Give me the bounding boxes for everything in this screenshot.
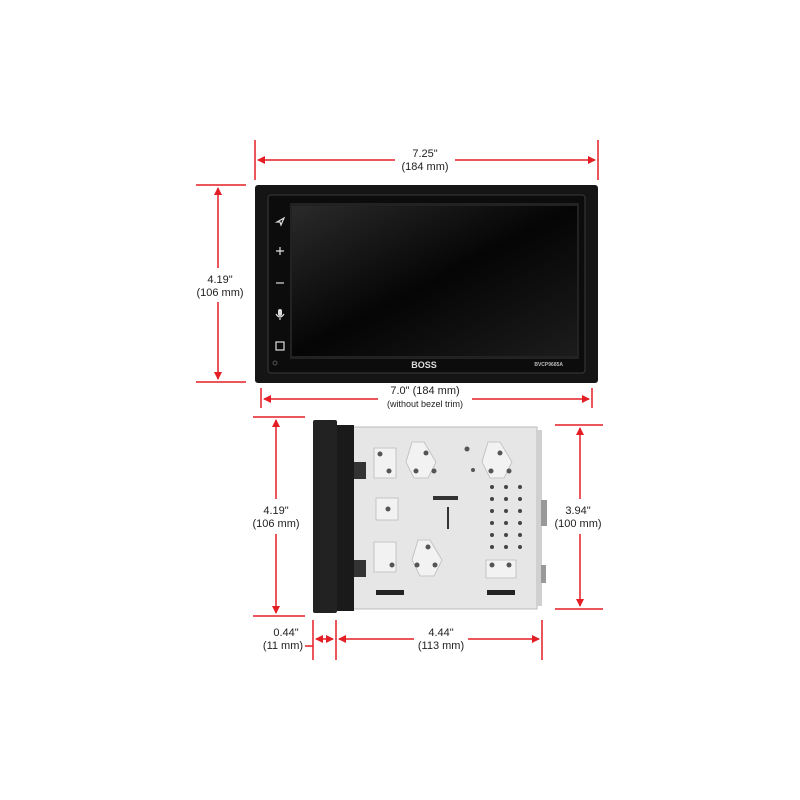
front-width-label: 7.25" bbox=[412, 148, 437, 160]
side-height-dimension: 4.19" (106 mm) bbox=[252, 416, 305, 617]
vent-holes bbox=[490, 485, 522, 549]
chassis-height-mm: (100 mm) bbox=[554, 518, 601, 530]
microphone-icon[interactable] bbox=[275, 309, 285, 320]
inner-width-label: 7.0" (184 mm) bbox=[390, 385, 459, 397]
front-inner-width-dimension: 7.0" (184 mm) (without bezel trim) bbox=[260, 385, 593, 409]
navigation-icon[interactable] bbox=[274, 216, 286, 227]
side-height-mm: (106 mm) bbox=[252, 518, 299, 530]
bezel-depth-label: 0.44" bbox=[273, 627, 298, 639]
reset-icon bbox=[272, 360, 278, 366]
inner-width-note: (without bezel trim) bbox=[387, 399, 463, 409]
bezel-depth-mm: (11 mm) bbox=[263, 640, 303, 652]
screen[interactable] bbox=[292, 206, 577, 356]
depth-dimensions: 0.44" (11 mm) 4.44" (113 mm) bbox=[263, 620, 543, 660]
front-height-label: 4.19" bbox=[207, 274, 232, 286]
front-width-mm: (184 mm) bbox=[401, 161, 448, 173]
front-height-dimension: 4.19" (106 mm) bbox=[196, 184, 246, 383]
brand-logo: BOSS bbox=[411, 360, 437, 370]
plus-icon[interactable] bbox=[276, 247, 284, 255]
front-view-unit: BOSS BVCP9685A bbox=[255, 185, 598, 383]
chassis-depth-mm: (113 mm) bbox=[418, 640, 464, 652]
side-view-unit bbox=[313, 420, 547, 613]
chassis-height-label: 3.94" bbox=[565, 505, 590, 517]
model-label: BVCP9685A bbox=[534, 362, 563, 368]
chassis-height-dimension: 3.94" (100 mm) bbox=[554, 424, 603, 610]
front-height-mm: (106 mm) bbox=[196, 287, 243, 299]
home-square-icon[interactable] bbox=[275, 341, 285, 351]
front-width-dimension: 7.25" (184 mm) bbox=[254, 140, 599, 180]
chassis-depth-label: 4.44" bbox=[428, 627, 453, 639]
side-height-label: 4.19" bbox=[263, 505, 288, 517]
